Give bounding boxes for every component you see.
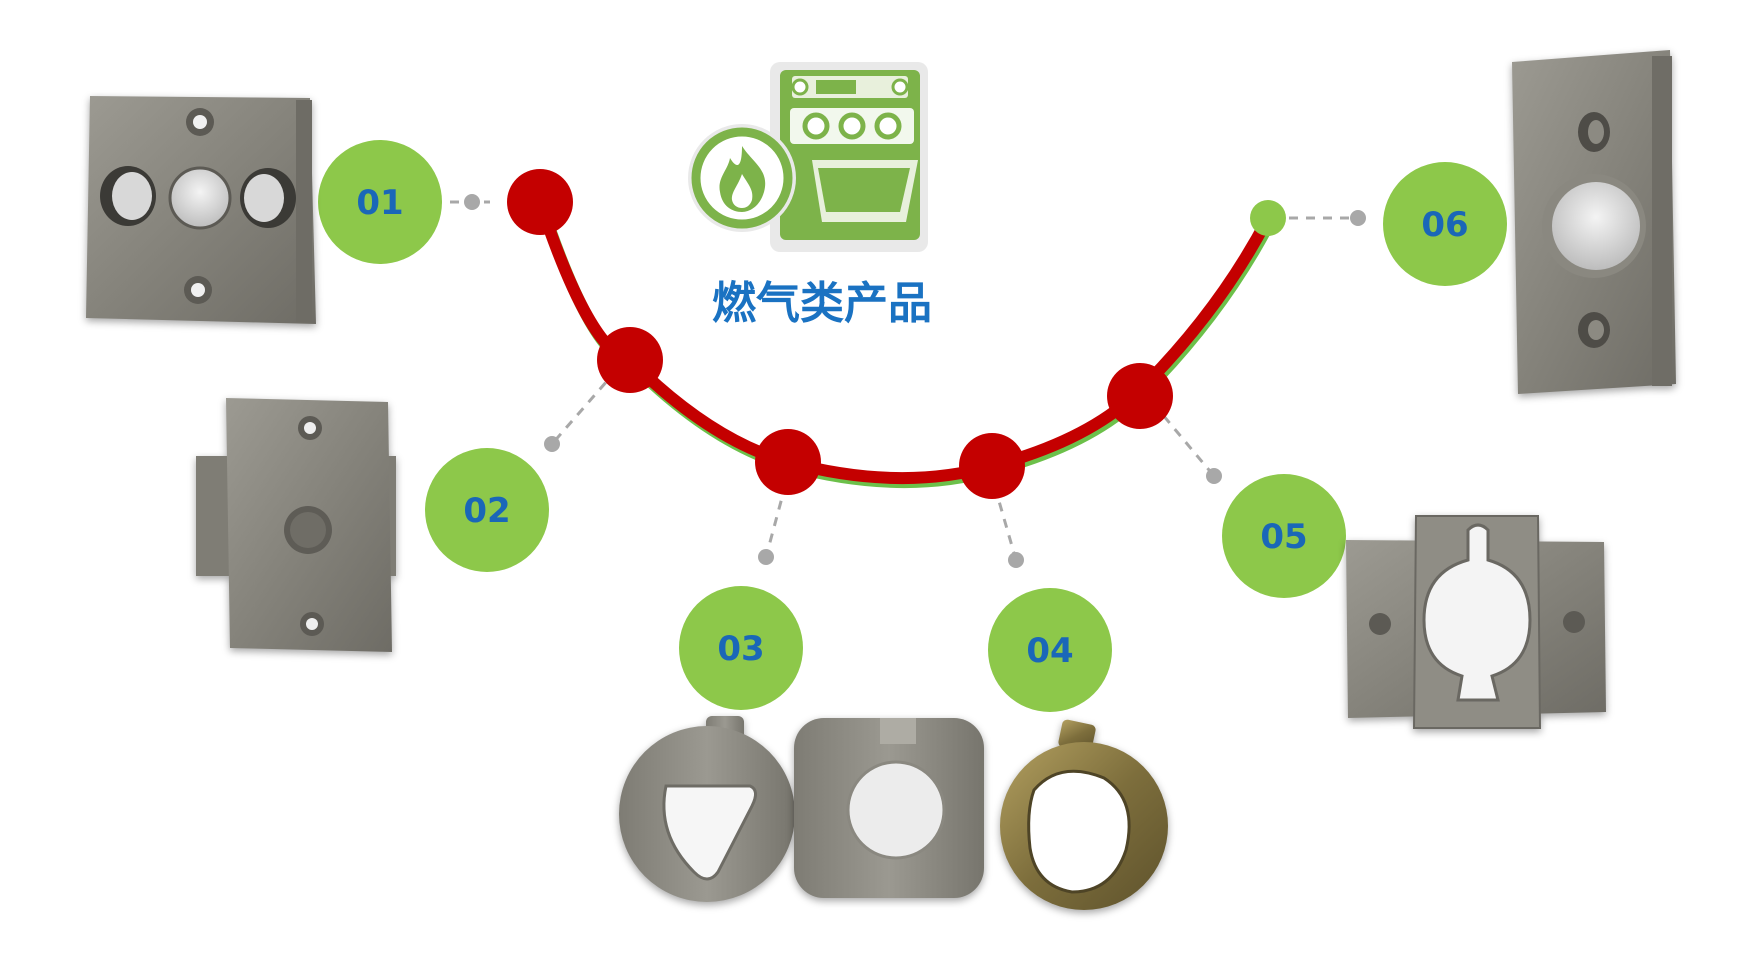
arc-node-03 xyxy=(755,429,821,495)
product-05-image xyxy=(1346,515,1606,729)
svg-text:01: 01 xyxy=(356,183,403,223)
arc-node-02 xyxy=(597,327,663,393)
product-06-image xyxy=(1512,50,1676,394)
svg-text:05: 05 xyxy=(1260,517,1307,557)
category-title: 燃气类产品 xyxy=(712,278,932,329)
gas-stove-flame-icon xyxy=(688,62,928,252)
svg-text:04: 04 xyxy=(1026,631,1073,671)
badge-05: 05 xyxy=(1222,474,1346,598)
svg-text:02: 02 xyxy=(463,491,510,531)
badge-06: 06 xyxy=(1383,162,1507,286)
arc-node-04 xyxy=(959,433,1025,499)
badge-01: 01 xyxy=(318,140,442,264)
badge-02: 02 xyxy=(425,448,549,572)
product-04-image xyxy=(1000,719,1168,910)
connector-lines xyxy=(433,200,1358,561)
arc-node-05 xyxy=(1107,363,1173,429)
product-02-image xyxy=(196,398,396,652)
badge-03: 03 xyxy=(679,586,803,710)
arc-node-06 xyxy=(1250,200,1286,236)
svg-text:03: 03 xyxy=(717,629,764,669)
product-03b-image xyxy=(794,718,984,898)
svg-text:06: 06 xyxy=(1421,205,1468,245)
connector-dots xyxy=(464,194,1366,568)
product-01-image xyxy=(86,96,316,324)
product-03-image xyxy=(619,716,795,902)
badge-04: 04 xyxy=(988,588,1112,712)
arc-node-01 xyxy=(507,169,573,235)
